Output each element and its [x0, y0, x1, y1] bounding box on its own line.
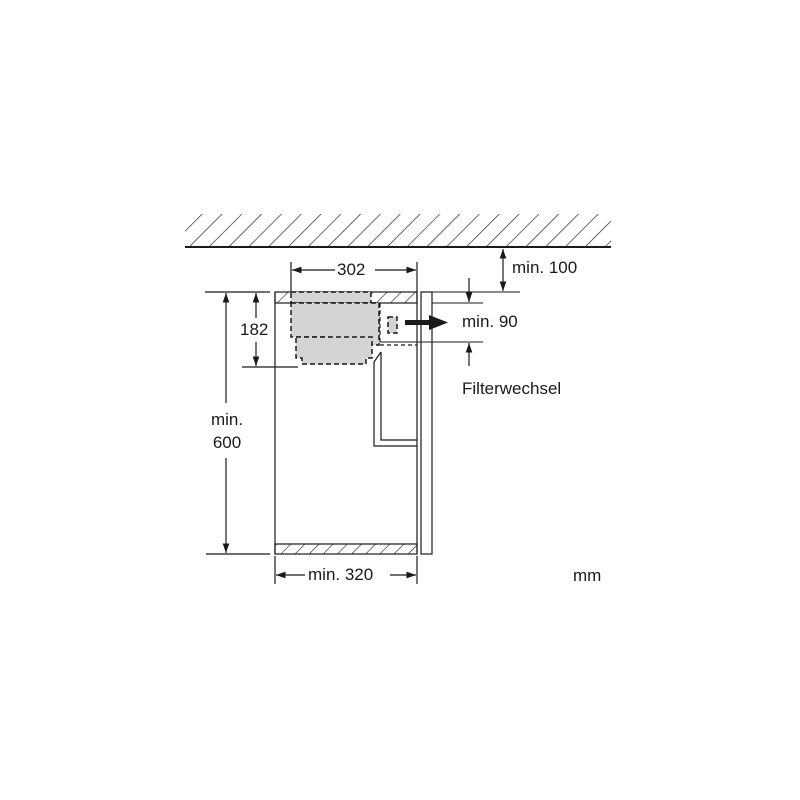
dim-min-600	[206, 293, 270, 555]
dim-label-302: 302	[337, 260, 366, 279]
units-label: mm	[573, 566, 602, 585]
dim-label-min-320: min. 320	[308, 565, 374, 584]
inner-panel	[373, 303, 417, 447]
dim-302	[290, 262, 418, 292]
dim-min-320	[274, 556, 418, 584]
dim-label-182: 182	[238, 320, 271, 340]
cabinet-walls	[274, 291, 433, 555]
appliance-outline	[290, 291, 398, 365]
dim-label-min-100: min. 100	[512, 258, 578, 277]
dim-label-min-600-line1: min.	[200, 410, 254, 430]
filter-change-arrow	[405, 315, 448, 330]
filter-zone-lines	[380, 291, 520, 343]
dim-label-min-600-line2: 600	[200, 433, 254, 453]
dim-label-min-90: min. 90	[462, 312, 518, 331]
cabinet-bottom-board	[274, 543, 418, 555]
filter-change-label: Filterwechsel	[462, 379, 562, 398]
ceiling	[185, 214, 611, 248]
dim-182	[205, 291, 298, 368]
